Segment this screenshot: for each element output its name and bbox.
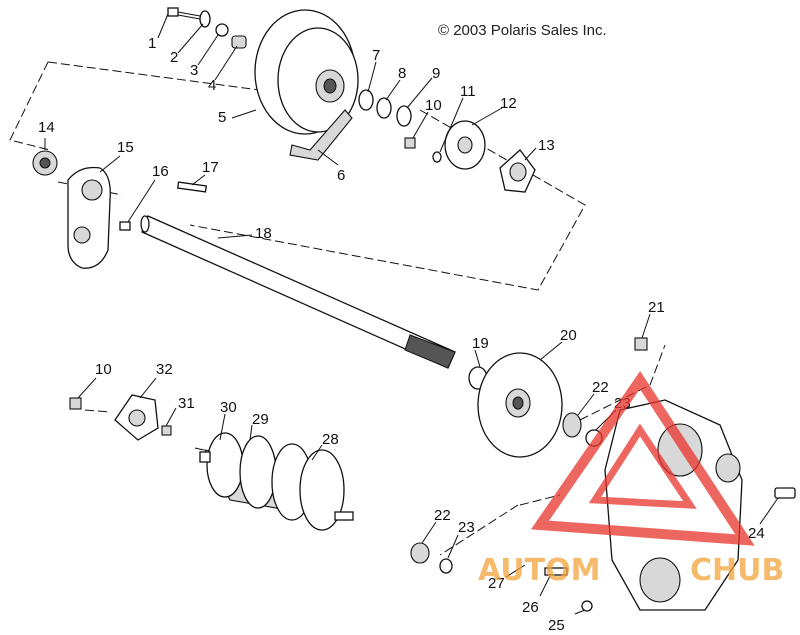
callout-numbers: 1 2 3 4 5 6 7 8 9 10 11 12 13 14 15 16 1… [38,35,765,634]
part-20-brake-disc [477,352,563,458]
callout-3: 3 [190,62,198,79]
callout-31: 31 [178,395,195,412]
part-8-ring [376,97,392,119]
copyright-notice: © 2003 Polaris Sales Inc. [438,22,607,39]
callout-25: 25 [548,617,565,630]
part-15-plate [67,166,111,269]
callout-26: 26 [522,599,539,616]
part-31-nut [161,425,172,436]
part-22-seal-upper [562,412,582,438]
part-1-bolt [167,7,201,20]
callout-23-lower: 23 [458,519,475,536]
callout-22-upper: 22 [592,379,609,396]
part-3-washer [215,23,229,37]
part-5-pulley [254,9,359,135]
part-7-ring [358,89,374,111]
callout-16: 16 [152,163,169,180]
callout-21: 21 [648,299,665,316]
callout-15: 15 [117,139,134,156]
callout-27: 27 [488,575,505,592]
part-2-washer [199,10,211,28]
part-14-bearing [32,150,58,176]
watermark-logo: AUTOM CHUB [478,371,784,588]
part-26-stud [544,567,568,576]
part-11-washer [432,151,442,163]
callout-5: 5 [218,109,226,126]
part-6-chain [289,109,353,161]
callout-19: 19 [472,335,489,352]
callout-9: 9 [432,65,440,82]
callout-leaders [44,13,779,615]
callout-32: 32 [156,361,173,378]
callout-18: 18 [255,225,272,242]
part-22-seal-lower [410,542,430,564]
callout-20: 20 [560,327,577,344]
callout-30: 30 [220,399,237,416]
part-17-key [176,181,208,193]
part-16-bolt [119,221,131,231]
part-32-flange [114,394,159,441]
callout-8: 8 [398,65,406,82]
part-10-nut [404,137,416,149]
callout-17: 17 [202,159,219,176]
callout-7: 7 [372,47,380,64]
callout-24: 24 [748,525,765,542]
callout-13: 13 [538,137,555,154]
callout-22-lower: 22 [434,507,451,524]
callout-14: 14 [38,119,55,136]
callout-10-upper: 10 [425,97,442,114]
part-23-oring-lower [439,558,453,574]
callout-11: 11 [460,83,476,100]
part-4-bushing [231,35,247,49]
part-18-shaft [140,215,456,369]
part-9-ring [396,105,412,127]
part-13-flange [499,149,536,193]
part-10-nut-lower [69,397,82,410]
part-12-plate [444,120,486,170]
callout-29: 29 [252,411,269,428]
callout-12: 12 [500,95,517,112]
part-21-nut [634,337,648,351]
callout-1: 1 [148,35,156,52]
callout-6: 6 [337,167,345,184]
callout-4: 4 [208,77,216,94]
watermark-text-suffix: CHUB [690,553,784,588]
callout-10-lower: 10 [95,361,112,378]
part-24-bolt [774,487,796,499]
callout-28: 28 [322,431,339,448]
watermark-text-prefix: AUTOM [478,553,600,588]
part-25-washer [581,600,593,612]
part-28-30-drive-sprockets [199,432,354,531]
callout-2: 2 [170,49,178,66]
